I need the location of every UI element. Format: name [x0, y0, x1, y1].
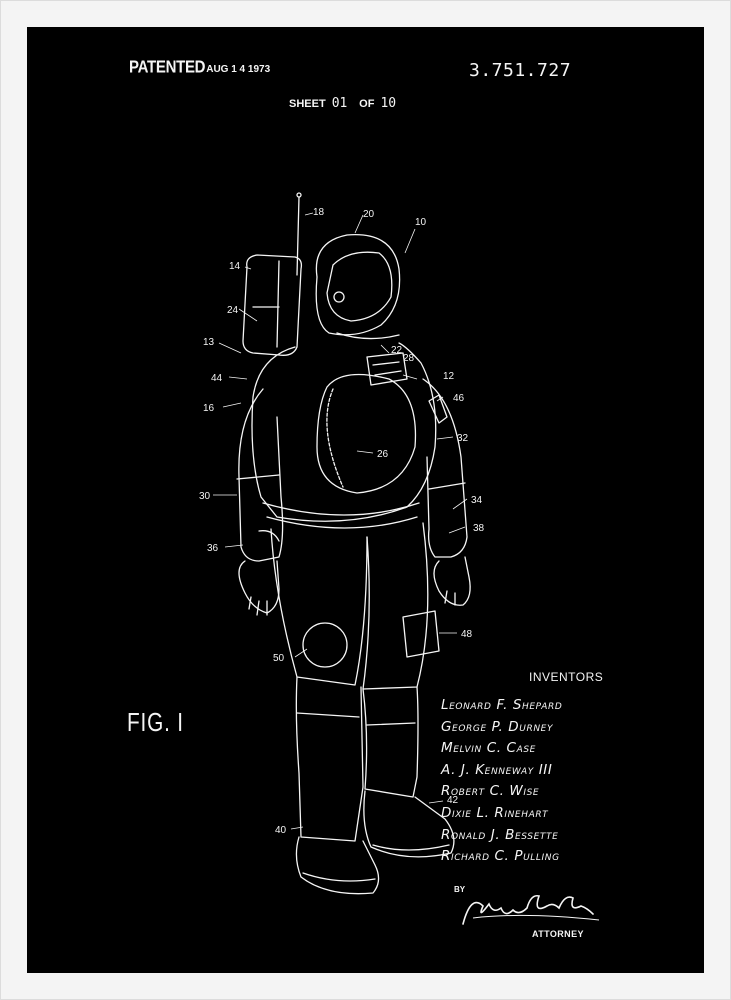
inventor-name: Richard C. Pulling: [441, 848, 560, 865]
svg-text:38: 38: [473, 523, 485, 534]
inventor-name: George P. Durney: [441, 718, 554, 735]
helmet: [315, 233, 401, 336]
svg-text:42: 42: [447, 795, 459, 806]
inventor-name: A. J. Kenneway III: [441, 761, 553, 778]
left-arm: [238, 388, 284, 562]
left-shin: [295, 676, 364, 842]
thigh-pocket: [402, 610, 440, 658]
svg-text:34: 34: [471, 495, 483, 506]
right-glove: [433, 556, 471, 606]
svg-text:30: 30: [199, 491, 211, 502]
svg-text:20: 20: [363, 209, 375, 220]
svg-text:40: 40: [275, 825, 287, 836]
svg-text:10: 10: [415, 217, 427, 228]
inventor-name: Leonard F. Shepard: [441, 697, 563, 713]
right-arm: [422, 378, 468, 558]
svg-text:28: 28: [403, 353, 415, 364]
patented-label: PATENTED: [129, 57, 206, 78]
inventors-list: Leonard F. Shepard George P. Durney Melv…: [441, 695, 562, 868]
svg-text:13: 13: [203, 337, 215, 348]
svg-text:32: 32: [457, 433, 469, 444]
figure-label: FIG. I: [127, 707, 184, 737]
right-thigh: [362, 522, 429, 690]
knee-patch: [302, 622, 348, 668]
right-shin: [362, 686, 419, 798]
svg-text:24: 24: [227, 305, 239, 316]
left-boot: [295, 836, 380, 895]
sheet-total: 10: [380, 96, 397, 111]
inventor-name: Robert C. Wise: [441, 783, 540, 800]
attorney-signature: [462, 894, 600, 925]
by-label: BY: [454, 885, 466, 894]
right-boot: [363, 790, 455, 858]
patented-date: AUG 1 4 1973: [206, 64, 271, 75]
left-glove: [238, 560, 280, 614]
svg-text:36: 36: [207, 543, 219, 554]
patent-number: 3.751.727: [469, 60, 572, 81]
inventor-name: Melvin C. Case: [441, 740, 536, 757]
svg-text:22: 22: [391, 345, 403, 356]
attorney-label: ATTORNEY: [532, 929, 584, 939]
svg-text:26: 26: [377, 449, 389, 460]
svg-text:14: 14: [229, 261, 241, 272]
inventors-heading: INVENTORS: [529, 670, 604, 684]
patent-sheet: PATENTEDAUG 1 4 1973 3.751.727 SHEET 01 O…: [27, 27, 704, 973]
backpack: [242, 254, 303, 356]
reference-numerals: 18 20 10 14 24 13 22 28 12 44 46 16 32 2…: [199, 207, 485, 836]
svg-text:50: 50: [273, 653, 285, 664]
svg-text:46: 46: [453, 393, 465, 404]
svg-text:48: 48: [461, 629, 473, 640]
chest-controls: [366, 352, 408, 386]
svg-text:18: 18: [313, 207, 325, 218]
patented-header: PATENTEDAUG 1 4 1973: [129, 57, 271, 78]
torso: [251, 342, 437, 522]
spacesuit-drawing: 18 20 10 14 24 13 22 28 12 44 46 16 32 2…: [199, 192, 485, 895]
inventor-name: Ronald J. Bessette: [441, 826, 559, 843]
svg-text:16: 16: [203, 403, 215, 414]
sheet-of: OF: [359, 98, 375, 110]
svg-text:44: 44: [211, 373, 223, 384]
inventor-name: Dixie L. Rinehart: [441, 804, 549, 821]
sheet-indicator: SHEET 01 OF 10: [289, 96, 396, 111]
sheet-label: SHEET: [289, 98, 326, 110]
antenna: [296, 196, 300, 276]
sheet-number: 01: [331, 96, 348, 111]
svg-text:12: 12: [443, 371, 455, 382]
left-thigh: [270, 528, 368, 686]
